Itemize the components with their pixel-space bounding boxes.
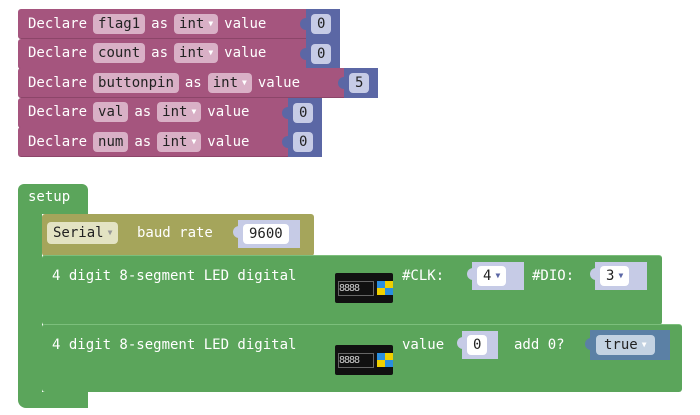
clk-dropdown[interactable]: 4▼: [477, 266, 507, 286]
declare-keyword: Declare: [28, 104, 88, 120]
add0-slot: true▼: [585, 330, 670, 360]
number-block[interactable]: 0: [282, 127, 322, 157]
number-input[interactable]: 0: [311, 43, 332, 64]
baud-rate-slot: 9600: [233, 220, 300, 248]
as-label: as: [184, 74, 202, 91]
as-label: as: [134, 133, 152, 150]
number-input[interactable]: 5: [349, 73, 370, 93]
dio-slot: 3▼: [590, 262, 647, 290]
led-display-icon: 8888: [335, 273, 393, 303]
led-display-icon: 8888: [335, 345, 393, 375]
declare-keyword: Declare: [28, 133, 88, 150]
declare-keyword: Declare: [28, 74, 88, 91]
dio-label: #DIO:: [532, 268, 575, 284]
serial-port-dropdown[interactable]: Serial▼: [47, 222, 119, 244]
variable-name-field[interactable]: buttonpin: [93, 72, 179, 93]
number-block[interactable]: 0: [300, 9, 340, 39]
declare-keyword: Declare: [28, 45, 88, 61]
variable-name-field[interactable]: flag1: [93, 13, 146, 34]
chevron-down-icon: ▼: [242, 77, 247, 87]
type-dropdown[interactable]: int▼: [157, 131, 202, 152]
chevron-down-icon: ▼: [641, 340, 647, 349]
chevron-down-icon: ▼: [107, 228, 113, 237]
value-label: value: [224, 45, 267, 61]
setup-block[interactable]: [18, 184, 88, 214]
add0-label: add 0?: [514, 337, 565, 353]
number-block[interactable]: 0: [282, 97, 322, 128]
declare-variable-block[interactable]: Declare flag1 as int▼ value 0: [18, 9, 340, 39]
number-input[interactable]: 0: [311, 14, 332, 34]
chevron-down-icon: ▼: [191, 136, 197, 146]
type-dropdown[interactable]: int▼: [207, 72, 252, 93]
led-init-label: 4 digit 8-segment LED digital: [52, 268, 297, 284]
number-input[interactable]: 0: [293, 102, 314, 123]
led-value-block[interactable]: 4 digit 8-segment LED digital 8888 value…: [42, 324, 682, 392]
chevron-down-icon: ▼: [495, 271, 501, 280]
value-slot: 0: [457, 331, 498, 359]
value-input[interactable]: 0: [467, 335, 488, 355]
number-block[interactable]: 0: [300, 38, 340, 69]
as-label: as: [151, 45, 169, 61]
baud-rate-label: baud rate: [137, 225, 213, 241]
as-label: as: [151, 15, 169, 32]
clk-label: #CLK:: [402, 268, 445, 284]
number-input[interactable]: 0: [293, 132, 314, 152]
chevron-down-icon: ▼: [191, 107, 197, 116]
clk-slot: 4▼: [467, 262, 524, 290]
chevron-down-icon: ▼: [618, 271, 624, 280]
variable-name-field[interactable]: val: [93, 102, 129, 122]
setup-label: setup: [28, 189, 71, 205]
baud-rate-input[interactable]: 9600: [243, 224, 289, 244]
type-dropdown[interactable]: int▼: [174, 13, 219, 34]
type-dropdown[interactable]: int▼: [174, 43, 219, 63]
value-label: value: [402, 337, 445, 353]
as-label: as: [134, 104, 152, 120]
chevron-down-icon: ▼: [208, 48, 214, 57]
value-label: value: [207, 133, 250, 150]
value-label: value: [207, 104, 250, 120]
variable-name-field[interactable]: num: [93, 131, 129, 152]
led-value-label: 4 digit 8-segment LED digital: [52, 337, 297, 353]
add0-dropdown[interactable]: true▼: [596, 335, 655, 355]
variable-name-field[interactable]: count: [93, 43, 146, 63]
number-block[interactable]: 5: [338, 68, 378, 98]
declare-keyword: Declare: [28, 15, 88, 32]
serial-baud-block[interactable]: Serial▼ baud rate 9600: [42, 214, 314, 256]
type-dropdown[interactable]: int▼: [157, 102, 202, 122]
value-label: value: [257, 74, 301, 91]
led-init-block[interactable]: 4 digit 8-segment LED digital 8888 #CLK:…: [42, 255, 662, 325]
value-label: value: [224, 15, 267, 32]
chevron-down-icon: ▼: [208, 18, 214, 28]
dio-dropdown[interactable]: 3▼: [600, 266, 630, 286]
declare-variable-block[interactable]: Declare buttonpin as int▼ value 5: [18, 68, 378, 98]
